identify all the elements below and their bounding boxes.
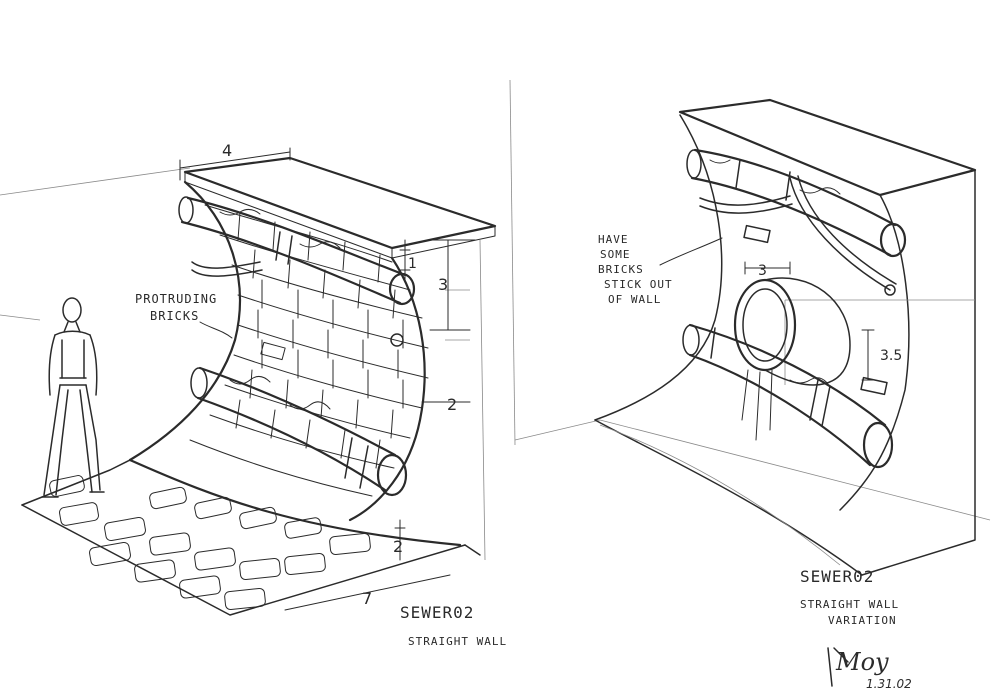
- dim-depth: 2: [447, 395, 457, 414]
- right-floor-edge: [594, 419, 863, 576]
- right-callout-line-1: HAVE: [598, 233, 629, 246]
- floor-curve: [128, 458, 462, 547]
- artist-signature: Moy 1.31.02: [827, 647, 912, 690]
- right-top-slab: [678, 98, 977, 197]
- right-lower-pipe: [682, 323, 894, 469]
- left-dimension-lines: [179, 147, 476, 611]
- right-callout-line-5: OF WALL: [608, 293, 661, 306]
- signature-date: 1.31.02: [866, 677, 912, 690]
- right-dim-height-line: [861, 329, 875, 381]
- right-callout-leader: [659, 237, 723, 266]
- pipe-outlet: [390, 333, 404, 347]
- left-title: SEWER02: [400, 603, 474, 622]
- dim-height: 3: [438, 275, 448, 294]
- right-protruding-brick-2: [860, 376, 888, 396]
- left-sewer-wall-sketch: 4 1 3 2 2 7 PROTRUDING BRICKS SEWER02 ST…: [0, 141, 507, 648]
- right-subtitle-line-1: STRAIGHT WALL: [800, 598, 899, 611]
- right-subtitle-line-2: VARIATION: [828, 614, 897, 627]
- sewer-opening: [733, 277, 851, 441]
- right-box-side: [861, 169, 976, 576]
- left-subtitle: STRAIGHT WALL: [408, 635, 507, 648]
- upper-pipe: [178, 196, 416, 306]
- callout-line-1: PROTRUDING: [135, 292, 217, 306]
- dim-top: 4: [222, 141, 232, 160]
- dim-width: 7: [362, 589, 372, 608]
- right-sewer-wall-sketch: 3 3.5 HAVE SOME BRICKS STICK OUT OF WALL…: [594, 98, 977, 627]
- top-slab: [183, 156, 497, 250]
- callout-leader: [199, 321, 233, 339]
- right-upper-pipe: [686, 148, 907, 258]
- signature-name: Moy: [835, 648, 889, 676]
- floor-cobblestones: [49, 475, 371, 611]
- wall-left-edge: [128, 180, 242, 462]
- dim-lower: 2: [393, 537, 403, 556]
- right-small-pipe: [699, 195, 793, 214]
- human-scale-figure: [41, 297, 105, 498]
- right-callout-line-4: STICK OUT: [604, 278, 673, 291]
- right-dim-width: 3: [758, 263, 767, 279]
- floor-outline: [21, 504, 466, 616]
- right-wall-edge: [839, 194, 910, 511]
- right-dim-height: 3.5: [880, 348, 902, 364]
- sheet-divider: [509, 79, 516, 446]
- back-wall-line: [0, 167, 191, 196]
- small-pipe: [191, 261, 263, 277]
- right-dim-width-line: [744, 261, 791, 275]
- right-callout-line-2: SOME: [600, 248, 631, 261]
- right-callout-line-3: BRICKS: [598, 263, 644, 276]
- right-wall-left-edge: [594, 114, 723, 421]
- dim-upper: 1: [408, 256, 417, 272]
- callout-line-2: BRICKS: [150, 309, 199, 323]
- right-protruding-brick-1: [743, 224, 771, 244]
- lower-pipe: [190, 366, 408, 497]
- right-title: SEWER02: [800, 567, 874, 586]
- protruding-brick: [260, 341, 286, 361]
